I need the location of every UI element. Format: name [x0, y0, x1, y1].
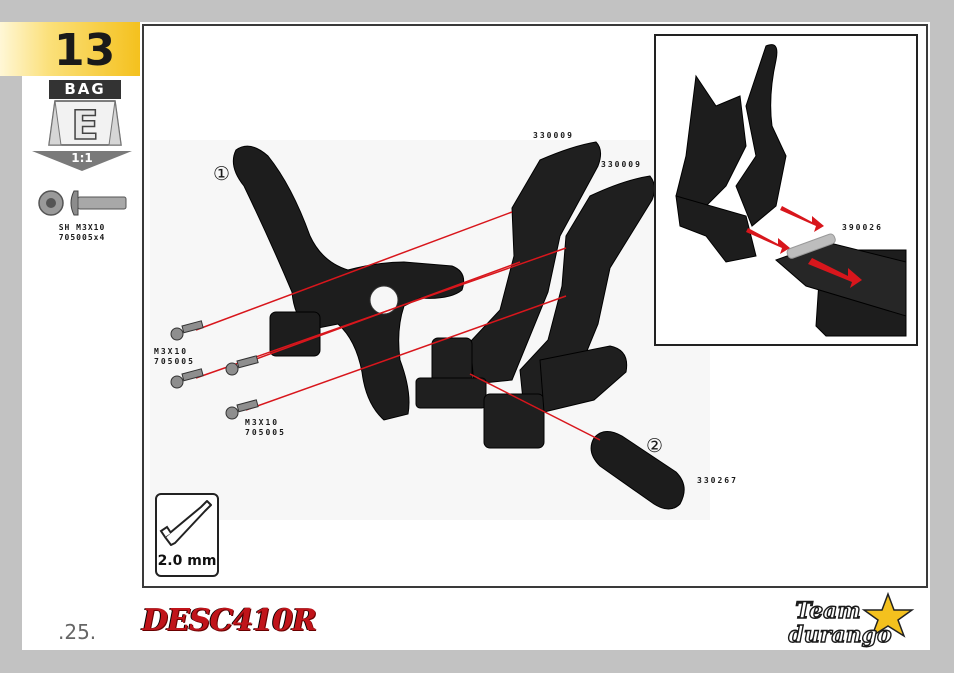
logo-line-1: Team — [795, 598, 860, 624]
detail-inset — [654, 34, 918, 346]
screw-group-1-name: M3X10 — [154, 347, 189, 356]
detail-inset-drawing — [675, 44, 907, 337]
alignment-lines — [195, 211, 601, 441]
part-label-link: 330267 — [697, 476, 738, 485]
hex-wrench-icon — [159, 500, 212, 546]
bag-letter: E — [71, 103, 98, 147]
screw-group-2-label: M3X10 705005 — [245, 418, 286, 438]
tool-size: 2.0 mm — [157, 553, 217, 569]
screw-group-2-part: 705005 — [245, 428, 286, 437]
screw-2 — [170, 368, 204, 389]
step-tab — [0, 22, 140, 76]
part-label-inset-link: 390026 — [842, 223, 883, 232]
part-link — [590, 431, 685, 510]
bag-label: BAG — [49, 80, 121, 99]
page-number: .25. — [58, 620, 97, 644]
screw-3 — [225, 355, 259, 376]
step-number: 13 — [54, 25, 116, 76]
bag-letter-icon: E — [48, 100, 122, 147]
team-durango-logo: Team durango — [788, 591, 915, 649]
hardware-label: SH M3X10 705005x4 — [30, 223, 134, 243]
part-tower-mounts — [415, 141, 656, 449]
hardware-part-number: 705005x4 — [58, 233, 106, 242]
screw-group-1-part: 705005 — [154, 357, 195, 366]
marker-2: ② — [646, 435, 664, 457]
part-label-upper-left: 330009 — [533, 131, 574, 140]
logo-line-2: durango — [788, 622, 891, 648]
scale-label: 1:1 — [71, 151, 93, 165]
marker-1: ① — [213, 163, 231, 185]
screw-group-1-label: M3X10 705005 — [154, 347, 195, 367]
tool-box: 2.0 mm — [155, 493, 219, 577]
part-label-upper-right: 330009 — [601, 160, 642, 169]
part-upper-mount — [232, 145, 465, 421]
hardware-name: SH M3X10 — [58, 223, 106, 232]
scale-banner — [32, 151, 132, 171]
button-head-screw-icon — [38, 190, 127, 216]
screw-1 — [170, 320, 204, 341]
screws — [170, 320, 259, 420]
screw-4 — [225, 399, 259, 420]
screw-group-2-name: M3X10 — [245, 418, 280, 427]
brand-desc410r: DESC410R — [142, 603, 317, 638]
